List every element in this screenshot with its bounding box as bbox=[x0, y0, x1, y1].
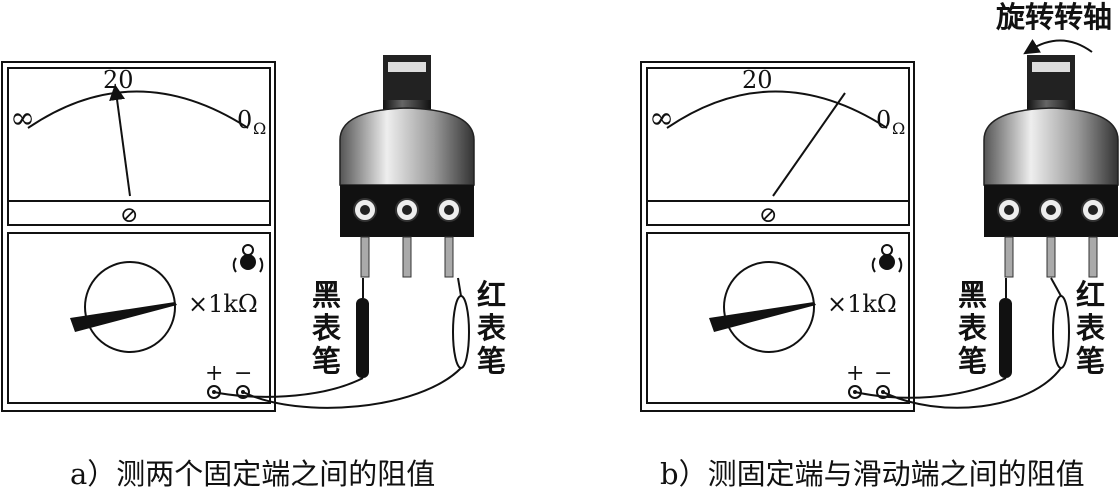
scale-zero-label: 0 bbox=[237, 106, 252, 134]
scale-mark-label: 20 bbox=[103, 66, 134, 94]
zero-adjust-screw[interactable]: ⊘ bbox=[759, 203, 777, 228]
black-probe-label-1: 黑 bbox=[312, 278, 341, 312]
meter-lower-panel bbox=[647, 233, 909, 403]
scale-ohm-label: Ω bbox=[253, 119, 266, 138]
ohm-adjust-icon[interactable] bbox=[234, 245, 263, 272]
panel-b: ∞ 20 0 Ω ⊘ ×1kΩ + − 旋转转轴 bbox=[641, 0, 1118, 491]
black-probe bbox=[999, 298, 1012, 378]
scale-ohm-label: Ω bbox=[892, 119, 905, 138]
caption-a: a）测两个固定端之间的阻值 bbox=[70, 457, 435, 491]
red-probe-label-3: 笔 bbox=[477, 344, 506, 378]
plus-label: + bbox=[205, 361, 223, 386]
rotate-shaft-label: 旋转转轴 bbox=[996, 0, 1112, 34]
red-probe-label-2: 表 bbox=[1076, 311, 1105, 345]
scale-zero-label: 0 bbox=[876, 106, 891, 134]
range-selector-pointer bbox=[709, 302, 816, 332]
meter-needle bbox=[116, 92, 130, 196]
range-selector-pointer bbox=[70, 302, 177, 332]
scale-infinity-label: ∞ bbox=[649, 101, 674, 136]
red-probe bbox=[453, 296, 469, 368]
ohm-adjust-icon[interactable] bbox=[873, 245, 902, 272]
minus-label: − bbox=[874, 361, 892, 386]
panel-a: ∞ 20 0 Ω ⊘ ×1kΩ + − bbox=[2, 55, 506, 491]
meter-case bbox=[2, 62, 275, 411]
meter-needle bbox=[773, 93, 845, 196]
pot-shaft-top bbox=[383, 55, 431, 100]
rotate-arrow-icon bbox=[1030, 40, 1092, 52]
scale-arc bbox=[28, 92, 248, 129]
black-probe bbox=[356, 298, 369, 378]
pot-shaft-top bbox=[1027, 55, 1075, 100]
multimeter-a: ∞ 20 0 Ω ⊘ ×1kΩ + − bbox=[2, 62, 275, 411]
red-probe-label-2: 表 bbox=[477, 311, 506, 345]
range-label: ×1kΩ bbox=[188, 290, 258, 318]
scale-infinity-label: ∞ bbox=[10, 101, 35, 136]
minus-label: − bbox=[234, 361, 252, 386]
black-probe-label-1: 黑 bbox=[958, 278, 987, 312]
plus-label: + bbox=[846, 361, 864, 386]
meter-lower-panel bbox=[8, 233, 270, 403]
red-probe-label-3: 笔 bbox=[1076, 344, 1105, 378]
black-probe-label-3: 笔 bbox=[312, 344, 341, 378]
multimeter-b: ∞ 20 0 Ω ⊘ ×1kΩ + − bbox=[641, 62, 914, 411]
pot-body bbox=[984, 108, 1118, 185]
zero-adjust-screw[interactable]: ⊘ bbox=[120, 203, 138, 228]
black-probe-label-3: 笔 bbox=[958, 344, 987, 378]
pot-body bbox=[340, 108, 474, 185]
scale-mark-label: 20 bbox=[742, 66, 773, 94]
potentiometer-a bbox=[340, 55, 474, 277]
caption-b: b）测固定端与滑动端之间的阻值 bbox=[660, 457, 1085, 491]
scale-arc bbox=[667, 92, 887, 129]
black-probe-label-2: 表 bbox=[312, 311, 341, 345]
red-probe-label-1: 红 bbox=[1076, 278, 1105, 312]
red-probe-label-1: 红 bbox=[477, 278, 506, 312]
red-probe bbox=[1053, 296, 1069, 368]
black-probe-label-2: 表 bbox=[958, 311, 987, 345]
meter-case bbox=[641, 62, 914, 411]
potentiometer-b bbox=[984, 55, 1118, 277]
range-label: ×1kΩ bbox=[827, 290, 897, 318]
